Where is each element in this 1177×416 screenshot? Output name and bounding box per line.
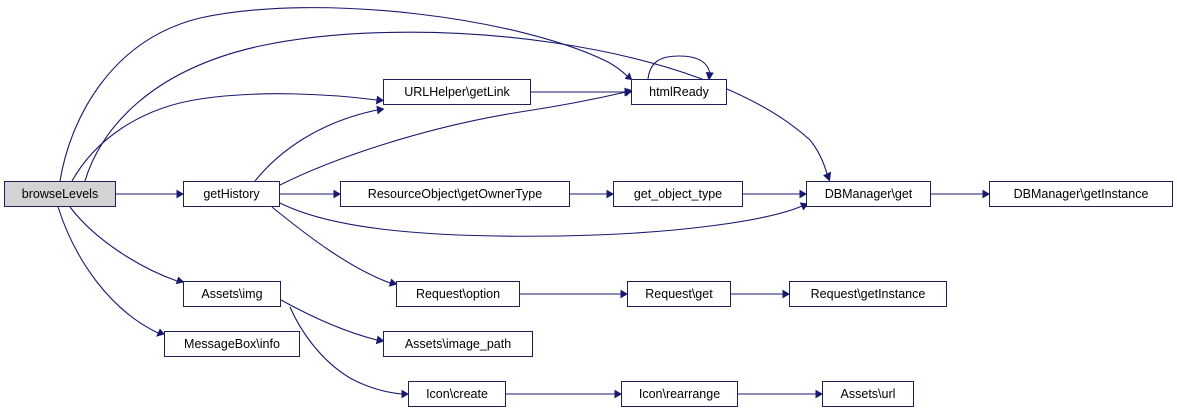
- node-assets-img[interactable]: Assets\img: [183, 281, 281, 307]
- node-urlhelper-getlink[interactable]: URLHelper\getLink: [383, 79, 531, 105]
- node-htmlready[interactable]: htmlReady: [631, 79, 727, 105]
- node-assets-url[interactable]: Assets\url: [822, 381, 914, 407]
- node-dbmanager-getinstance[interactable]: DBManager\getInstance: [989, 181, 1173, 207]
- node-get-object-type[interactable]: get_object_type: [613, 181, 743, 207]
- node-label: Icon\create: [426, 386, 488, 401]
- node-request-get[interactable]: Request\get: [627, 281, 731, 307]
- node-resourceobject-getownertype[interactable]: ResourceObject\getOwnerType: [340, 181, 570, 207]
- node-dbmanager-get[interactable]: DBManager\get: [806, 181, 931, 207]
- node-label: DBManager\get: [824, 186, 913, 201]
- node-messagebox-info[interactable]: MessageBox\info: [164, 331, 300, 357]
- node-label: Request\option: [415, 286, 501, 301]
- node-request-getinstance[interactable]: Request\getInstance: [789, 281, 947, 307]
- node-label: MessageBox\info: [184, 336, 280, 351]
- node-label: ResourceObject\getOwnerType: [367, 186, 543, 201]
- node-request-option[interactable]: Request\option: [396, 281, 520, 307]
- node-gethistory[interactable]: getHistory: [183, 181, 280, 207]
- node-label: Assets\url: [840, 386, 896, 401]
- node-label: Request\getInstance: [810, 286, 926, 301]
- node-label: Request\get: [645, 286, 713, 301]
- node-browselevels[interactable]: browseLevels: [4, 181, 116, 207]
- node-label: Icon\rearrange: [638, 386, 721, 401]
- node-label: DBManager\getInstance: [1013, 186, 1149, 201]
- node-label: htmlReady: [649, 84, 709, 99]
- node-icon-rearrange[interactable]: Icon\rearrange: [621, 381, 738, 407]
- node-label: Assets\img: [201, 286, 263, 301]
- node-label: browseLevels: [21, 186, 99, 201]
- node-label: getHistory: [203, 186, 260, 201]
- node-icon-create[interactable]: Icon\create: [408, 381, 506, 407]
- node-label: URLHelper\getLink: [404, 84, 510, 99]
- node-label: Assets\image_path: [404, 336, 512, 351]
- node-assets-image-path[interactable]: Assets\image_path: [383, 331, 533, 357]
- node-label: get_object_type: [633, 186, 723, 201]
